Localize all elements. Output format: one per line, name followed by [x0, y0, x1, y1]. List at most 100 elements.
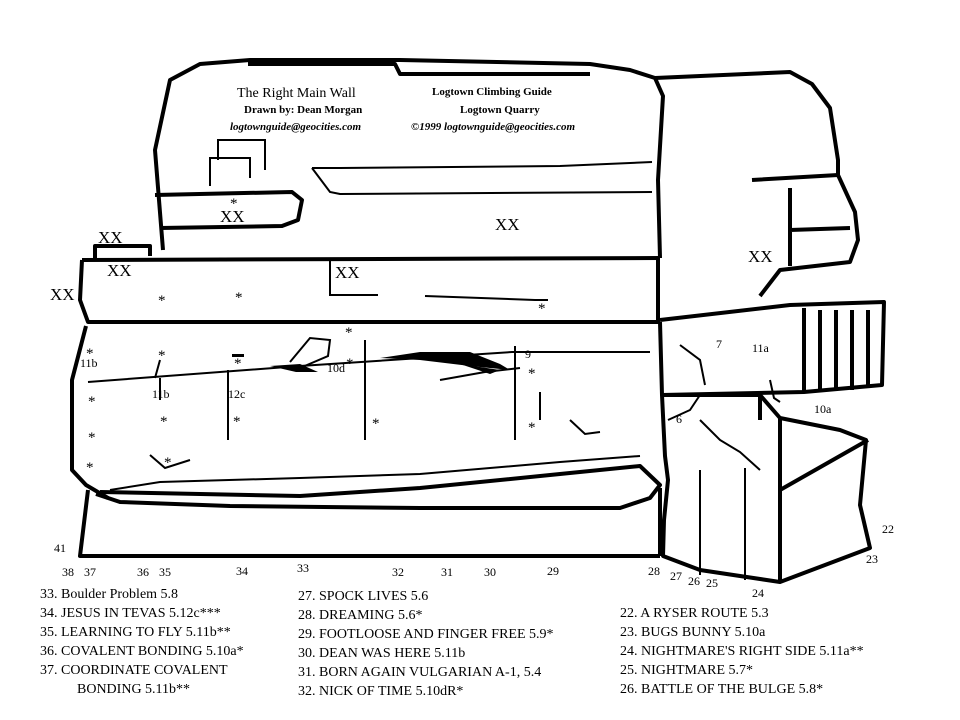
roof-panels	[802, 308, 870, 392]
route-number: 22	[882, 522, 894, 536]
bolt-star: *	[86, 346, 94, 362]
bolt-star: *	[88, 430, 96, 446]
grade-label: 10d	[327, 361, 345, 375]
right-upper-shelf	[788, 188, 851, 266]
route-number: 38	[62, 565, 74, 579]
grade-label: 11a	[752, 341, 770, 355]
bolt-star: *	[86, 460, 94, 476]
hat-ledge	[154, 190, 304, 230]
bolt-star: *	[528, 366, 536, 382]
guide-location: Logtown Quarry	[460, 104, 540, 116]
bolt-star: *	[233, 414, 241, 430]
left-ledge-bump	[93, 244, 152, 260]
author-email: logtownguide@geocities.com	[230, 121, 362, 133]
main-top-ledge	[81, 256, 661, 262]
slab-ramp	[311, 161, 653, 196]
right-upper-blocks	[751, 173, 860, 298]
legend-item: 29. FOOTLOOSE AND FINGER FREE 5.9*	[298, 627, 554, 642]
bolt-star: *	[230, 196, 238, 212]
anchor-label: XX	[98, 228, 123, 247]
title-boxes	[209, 139, 266, 186]
drawn-by: Drawn by: Dean Morgan	[244, 104, 363, 116]
legend-item: 34. JESUS IN TEVAS 5.12c***	[40, 606, 221, 621]
route-number: 29	[547, 564, 559, 578]
legend-column-right: 22. A RYSER ROUTE 5.3 23. BUGS BUNNY 5.1…	[620, 604, 864, 699]
top-ledge	[248, 62, 590, 76]
legend-column-middle: 27. SPOCK LIVES 5.6 28. DREAMING 5.6* 29…	[298, 587, 554, 701]
bolt-star: *	[372, 416, 380, 432]
bolt-stars: * * * * * * * * * * * * * * * * * *	[86, 196, 546, 476]
legend-item: 37. COORDINATE COVALENT	[40, 663, 228, 678]
small-mark	[232, 354, 244, 357]
wall-title: The Right Main Wall	[237, 86, 356, 101]
grade-label: 12c	[228, 387, 245, 401]
bolt-star: *	[345, 325, 353, 341]
bolt-star: *	[158, 348, 166, 364]
anchor-label: XX	[107, 261, 132, 280]
dark-flake	[380, 352, 510, 370]
legend-item: 23. BUGS BUNNY 5.10a	[620, 625, 766, 640]
upper-slab-outline	[153, 58, 665, 259]
route-number: 35	[159, 565, 171, 579]
upper-right-rim	[654, 70, 840, 175]
route-number: 27	[670, 569, 682, 583]
anchor-label: XX	[335, 263, 360, 282]
route-number: 37	[84, 565, 96, 579]
route-number: 34	[236, 564, 248, 578]
bolt-star: *	[164, 455, 172, 471]
anchor-label: XX	[50, 285, 75, 304]
legend-item: BONDING 5.11b**	[77, 682, 191, 697]
bolt-star: *	[235, 290, 243, 306]
route-number: 41	[54, 541, 66, 555]
legend-item: 22. A RYSER ROUTE 5.3	[620, 606, 769, 621]
guide-name: Logtown Climbing Guide	[432, 86, 552, 98]
grade-label: 11b	[80, 356, 98, 370]
route-number: 33	[297, 561, 309, 575]
anchor-labels: XX XX XX XX XX XX XX	[50, 207, 773, 304]
legend-item: 32. NICK OF TIME 5.10dR*	[298, 684, 464, 699]
route-number: 36	[137, 565, 149, 579]
legend-item: 36. COVALENT BONDING 5.10a*	[40, 644, 244, 659]
dark-flake	[270, 364, 318, 372]
grade-label: 7	[716, 337, 722, 351]
bolt-star: *	[88, 394, 96, 410]
bolt-star: *	[538, 301, 546, 317]
anchor-label: XX	[495, 215, 520, 234]
legend-column-left: 33. Boulder Problem 5.8 34. JESUS IN TEV…	[40, 585, 244, 699]
dark-flake	[460, 364, 500, 374]
route-numbers: 41 38 37 36 35 34 33 32 31 30 29 28 27 2…	[54, 522, 894, 600]
route-number: 24	[752, 586, 764, 600]
bolt-star: *	[158, 293, 166, 309]
big-roof-band	[78, 258, 660, 324]
route-number: 23	[866, 552, 878, 566]
legend-item: 30. DEAN WAS HERE 5.11b	[298, 646, 466, 661]
legend-item: 24. NIGHTMARE'S RIGHT SIDE 5.11a**	[620, 644, 864, 659]
bolt-star: *	[346, 356, 354, 372]
anchor-label: XX	[748, 247, 773, 266]
bolt-star: *	[528, 420, 536, 436]
base-left	[78, 489, 660, 558]
route-number: 28	[648, 564, 660, 578]
copyright-line: ©1999 logtownguide@geocities.com	[411, 121, 576, 133]
legend-item: 35. LEARNING TO FLY 5.11b**	[40, 625, 231, 640]
right-block	[658, 321, 872, 584]
route-number: 30	[484, 565, 496, 579]
route-number: 31	[441, 565, 453, 579]
wall-grades: 11b 11b 12c 10d 9 7 11a 10a 6	[80, 337, 832, 426]
route-number: 32	[392, 565, 404, 579]
main-wall-bottom-ledge	[95, 464, 662, 510]
bolt-star: *	[160, 414, 168, 430]
legend-item: 26. BATTLE OF THE BULGE 5.8*	[620, 682, 824, 697]
grade-label: 6	[676, 412, 682, 426]
legend-item: 33. Boulder Problem 5.8	[40, 587, 179, 602]
legend-item: 28. DREAMING 5.6*	[298, 608, 423, 623]
grade-label: 10a	[814, 402, 832, 416]
grade-label: 9	[525, 347, 531, 361]
legend-item: 31. BORN AGAIN VULGARIAN A-1, 5.4	[298, 665, 542, 680]
route-number: 25	[706, 576, 718, 590]
right-lower-blocks	[758, 395, 869, 582]
main-wall-left	[70, 325, 110, 500]
legend-item: 27. SPOCK LIVES 5.6	[298, 589, 429, 604]
